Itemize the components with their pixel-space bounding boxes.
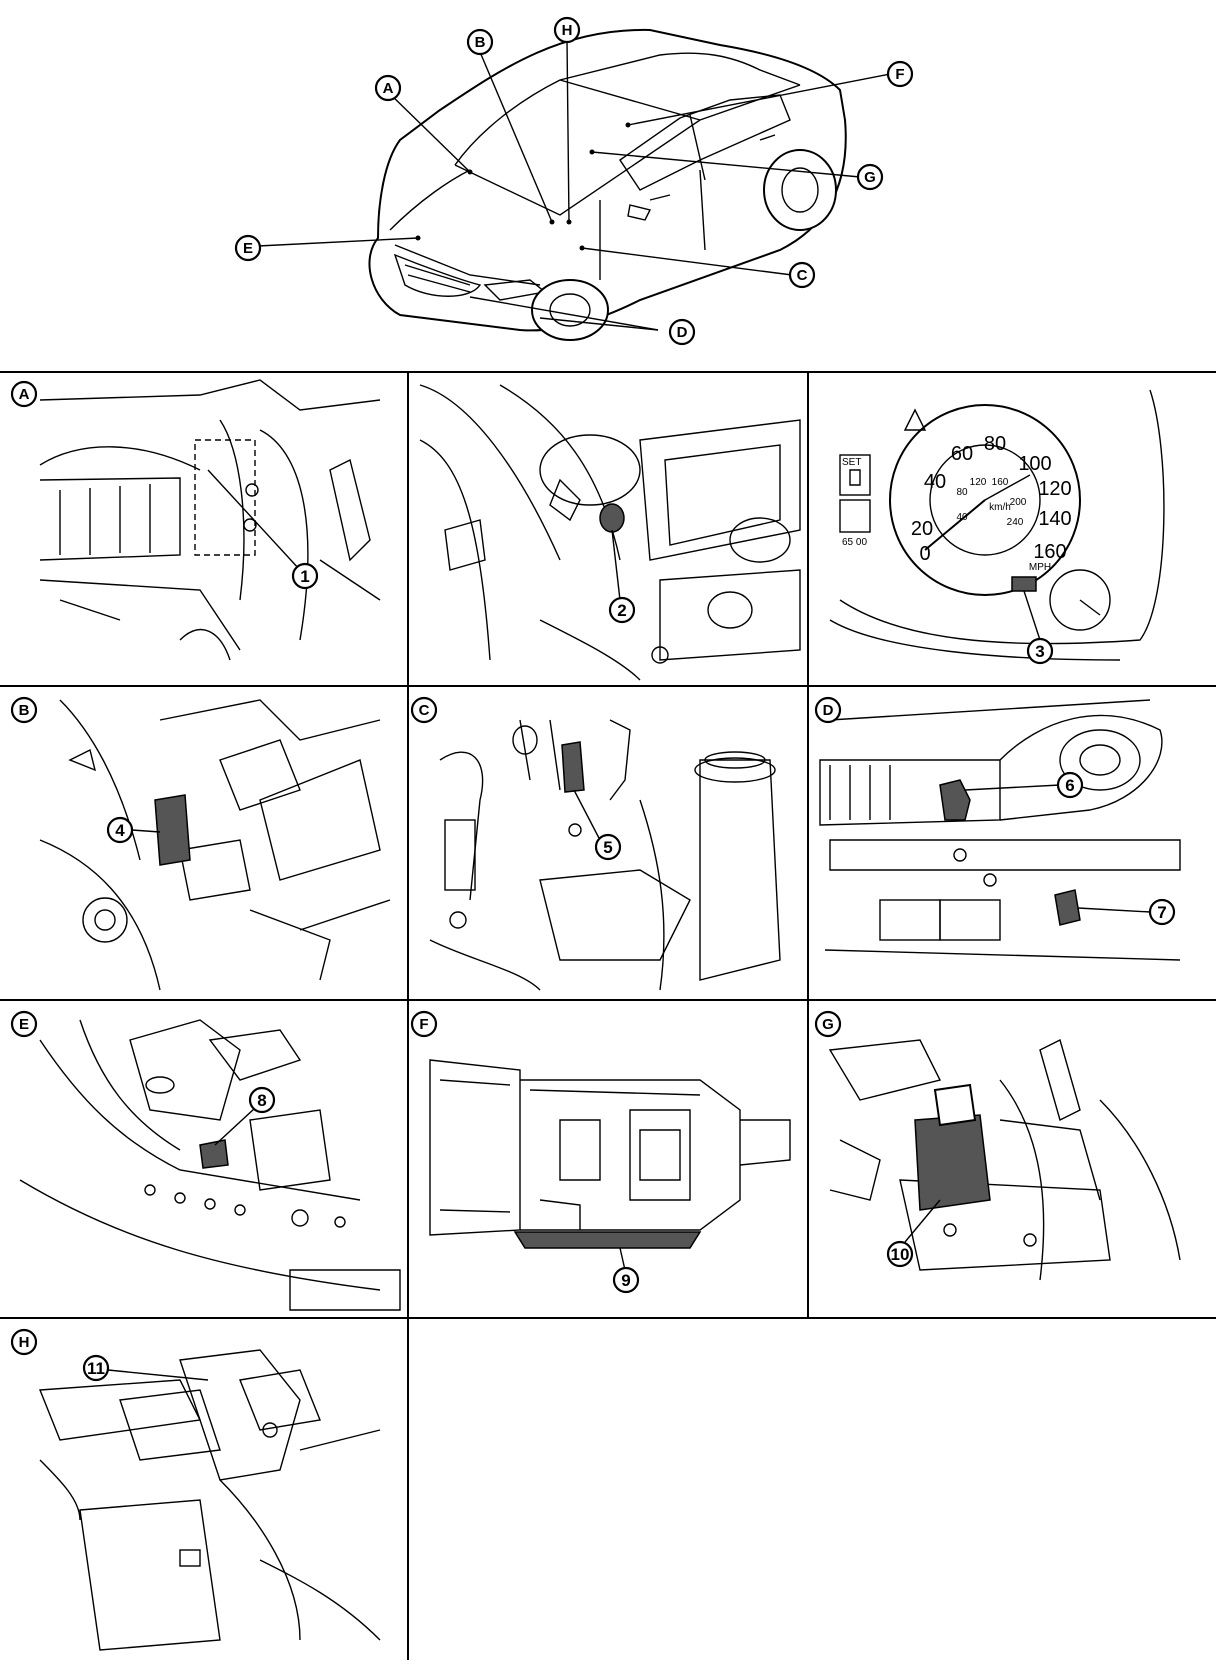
svg-text:F: F [419, 1016, 428, 1033]
svg-text:200: 200 [1010, 497, 1027, 508]
overview-label-e: E [234, 234, 262, 262]
panel-g: 10 G [814, 1010, 1181, 1281]
svg-text:80: 80 [956, 487, 968, 498]
panel-steering-switch: 2 [419, 384, 801, 681]
callout-5: 5 [594, 833, 622, 861]
svg-text:F: F [895, 66, 904, 83]
overview-label-b: B [466, 28, 494, 56]
panel-c: 5 C [410, 696, 781, 991]
svg-text:240: 240 [1007, 517, 1024, 528]
overview-label-a: A [374, 74, 402, 102]
overview-label-h: H [553, 16, 581, 44]
svg-text:H: H [562, 22, 573, 39]
svg-text:40: 40 [956, 512, 968, 523]
svg-text:D: D [823, 702, 834, 719]
panel-letter-c: C [410, 696, 438, 724]
panel-letter-b: B [10, 696, 38, 724]
overview-car [257, 28, 891, 341]
panel-d: 6 7 D [814, 696, 1181, 961]
svg-text:C: C [797, 267, 808, 284]
callout-10: 10 [886, 1240, 914, 1268]
svg-text:E: E [19, 1016, 29, 1033]
svg-text:0: 0 [919, 543, 930, 565]
callout-1: 1 [291, 562, 319, 590]
svg-text:D: D [677, 324, 688, 341]
svg-text:160: 160 [1033, 541, 1066, 563]
panel-e: 8 E [10, 1010, 401, 1311]
panel-h: 11 H [10, 1328, 381, 1651]
panel-a: 1 A [10, 379, 381, 661]
svg-text:C: C [419, 702, 430, 719]
callout-11: 11 [82, 1354, 110, 1382]
svg-text:65 00: 65 00 [842, 537, 867, 548]
svg-text:G: G [864, 169, 876, 186]
svg-text:4: 4 [115, 821, 125, 840]
svg-text:11: 11 [87, 1359, 105, 1378]
panel-letter-e: E [10, 1010, 38, 1038]
svg-text:9: 9 [621, 1271, 630, 1290]
svg-text:120: 120 [1038, 478, 1071, 500]
panel-letter-h: H [10, 1328, 38, 1356]
panel-grid [0, 371, 1216, 1660]
svg-text:km/h: km/h [989, 502, 1011, 513]
panel-f: 9 F [410, 1010, 791, 1294]
overview-label-g: G [856, 163, 884, 191]
overview-label-d: D [668, 318, 696, 346]
svg-text:MPH: MPH [1029, 562, 1051, 573]
panel-letter-g: G [814, 1010, 842, 1038]
svg-text:2: 2 [617, 601, 626, 620]
svg-text:160: 160 [992, 477, 1009, 488]
panel-b: 4 B [10, 696, 391, 991]
panel-letter-a: A [10, 380, 38, 408]
panel-gauge: SET 65 00 20 40 60 80 100 120 140 160 40… [829, 389, 1165, 665]
svg-text:10: 10 [891, 1245, 910, 1264]
overview-label-f: F [886, 60, 914, 88]
callout-7: 7 [1148, 898, 1176, 926]
svg-text:120: 120 [970, 477, 987, 488]
svg-text:100: 100 [1018, 453, 1051, 475]
svg-text:7: 7 [1157, 903, 1166, 922]
svg-text:E: E [243, 240, 253, 257]
svg-text:H: H [19, 1334, 30, 1351]
overview-label-c: C [788, 261, 816, 289]
svg-text:B: B [19, 702, 30, 719]
svg-text:40: 40 [924, 471, 946, 493]
svg-text:1: 1 [300, 567, 309, 586]
svg-text:60: 60 [951, 443, 973, 465]
svg-text:80: 80 [984, 433, 1006, 455]
callout-6: 6 [1056, 771, 1084, 799]
svg-text:20: 20 [911, 518, 933, 540]
callout-2: 2 [608, 596, 636, 624]
svg-text:6: 6 [1065, 776, 1074, 795]
svg-text:3: 3 [1035, 642, 1044, 661]
callout-9: 9 [612, 1266, 640, 1294]
callout-3: 3 [1026, 637, 1054, 665]
svg-text:A: A [383, 80, 394, 97]
callout-4: 4 [106, 816, 134, 844]
panel-letter-f: F [410, 1010, 438, 1038]
panel-letter-d: D [814, 696, 842, 724]
svg-text:140: 140 [1038, 508, 1071, 530]
svg-text:5: 5 [603, 838, 612, 857]
svg-text:A: A [19, 386, 30, 403]
svg-text:8: 8 [257, 1091, 266, 1110]
svg-text:SET: SET [842, 457, 861, 468]
svg-text:G: G [822, 1016, 834, 1033]
callout-8: 8 [248, 1086, 276, 1114]
svg-text:B: B [475, 34, 486, 51]
